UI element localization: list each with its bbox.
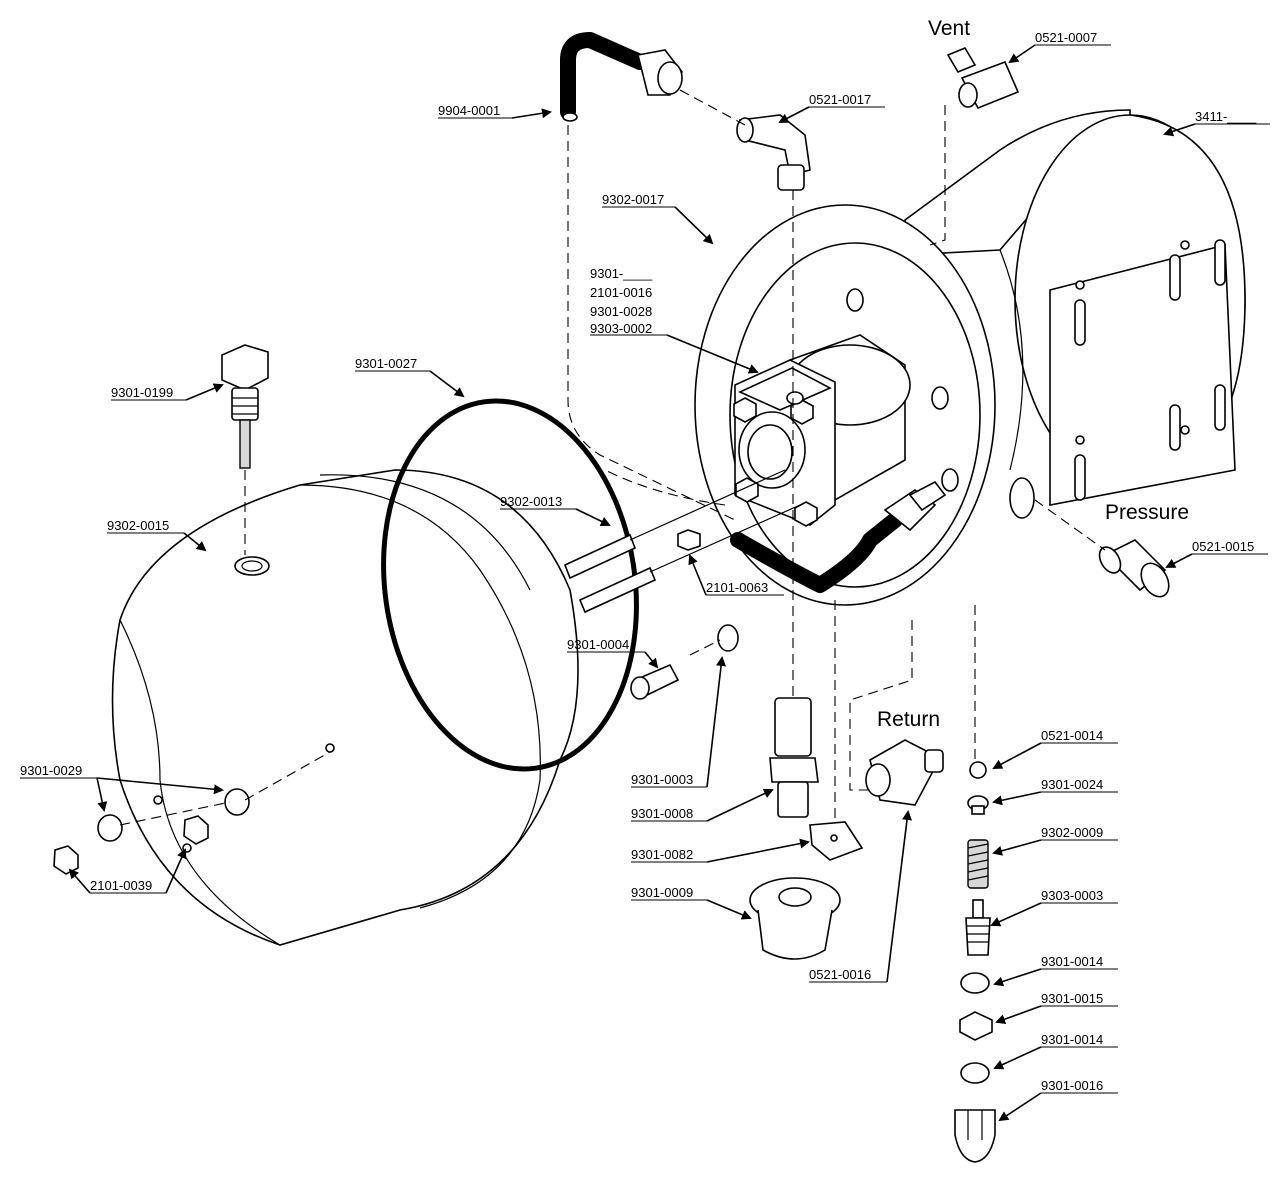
pressure-label: Pressure <box>1105 501 1189 524</box>
part-label-9303-0003: 9303-0003 <box>1041 888 1103 903</box>
part-label-0521-0015: 0521-0015 <box>1192 539 1254 554</box>
pressure-fitting <box>1098 539 1170 598</box>
part-label-9904-0001: 9904-0001 <box>438 103 500 118</box>
ball-0521-0014 <box>969 761 987 779</box>
washer-9301-0029-b <box>224 788 250 816</box>
part-label-9302-0009: 9302-0009 <box>1041 825 1103 840</box>
return-fitting <box>865 739 944 806</box>
motor-housing <box>904 109 1246 506</box>
part-label-2101-0039: 2101-0039 <box>90 878 152 893</box>
nut-2101-0039-b <box>183 815 209 845</box>
seat-9301-0024 <box>967 795 989 815</box>
part-label-9301-0009: 9301-0009 <box>631 885 693 900</box>
part-label-9301-0029: 9301-0029 <box>20 763 82 778</box>
upper-hose <box>560 32 683 122</box>
part-label-9301-0014-b: 9301-0014 <box>1041 1032 1103 1047</box>
elbow-fitting-0521-0017 <box>736 114 811 191</box>
part-label-9303-0002: 9303-0002 <box>590 321 652 336</box>
pump-body <box>733 334 911 527</box>
leader-lines <box>20 44 1270 1122</box>
washer-9301-0003 <box>717 624 739 652</box>
poppet-9303-0003 <box>965 899 991 956</box>
part-label-9302-0015: 9302-0015 <box>107 518 169 533</box>
lower-hose <box>730 480 947 593</box>
part-label-9301-0003: 9301-0003 <box>631 772 693 787</box>
vent-elbow-fitting <box>946 46 1020 110</box>
part-label-9301-0199: 9301-0199 <box>111 385 173 400</box>
part-label-9301-0082: 9301-0082 <box>631 847 693 862</box>
part-label-9302-0017: 9302-0017 <box>602 192 664 207</box>
part-label-9301-0004: 9301-0004 <box>567 637 629 652</box>
part-label-9301-0015: 9301-0015 <box>1041 991 1103 1006</box>
part-label-0521-0016: 0521-0016 <box>809 967 871 982</box>
part-label-9301-0028: 9301-0028 <box>590 304 652 319</box>
plate-9301-0082 <box>809 821 864 861</box>
nut-2101-0039-a <box>53 845 79 875</box>
screw-9301-0004 <box>630 663 680 700</box>
spring-9302-0009 <box>967 839 989 889</box>
washer-9301-0014-b <box>960 1062 990 1084</box>
assembly-lines <box>119 89 1106 826</box>
part-label-0521-0014: 0521-0014 <box>1041 728 1103 743</box>
vent-label: Vent <box>928 17 970 40</box>
washer-9301-0029-a <box>97 814 123 842</box>
part-label-9301-0024: 9301-0024 <box>1041 777 1103 792</box>
part-label-9301-0014-a: 9301-0014 <box>1041 954 1103 969</box>
o-ring <box>381 398 639 772</box>
tie-rods <box>563 469 801 614</box>
part-label-9301-0008: 9301-0008 <box>631 806 693 821</box>
part-label-9301-0016: 9301-0016 <box>1041 1078 1103 1093</box>
part-label-9301-0027: 9301-0027 <box>355 356 417 371</box>
reservoir-tank <box>111 469 579 946</box>
part-label-0521-0007: 0521-0007 <box>1035 30 1097 45</box>
cap-nut-9301-0016 <box>954 1109 996 1163</box>
part-label-3411: 3411-____ <box>1195 109 1257 124</box>
nut-2101-0063 <box>677 529 701 551</box>
return-label: Return <box>877 708 940 731</box>
part-label-9301-blank: 9301-____ <box>590 266 653 281</box>
adapter-9301-0008 <box>769 697 819 818</box>
nut-9301-0015 <box>959 1011 993 1041</box>
filler-plug <box>221 344 269 469</box>
plug-9301-0009 <box>749 877 841 960</box>
part-label-2101-0016: 2101-0016 <box>590 285 652 300</box>
part-label-2101-0063: 2101-0063 <box>706 580 768 595</box>
part-label-0521-0017: 0521-0017 <box>809 92 871 107</box>
part-label-9302-0013: 9302-0013 <box>500 494 562 509</box>
washer-9301-0014-a <box>960 972 990 994</box>
